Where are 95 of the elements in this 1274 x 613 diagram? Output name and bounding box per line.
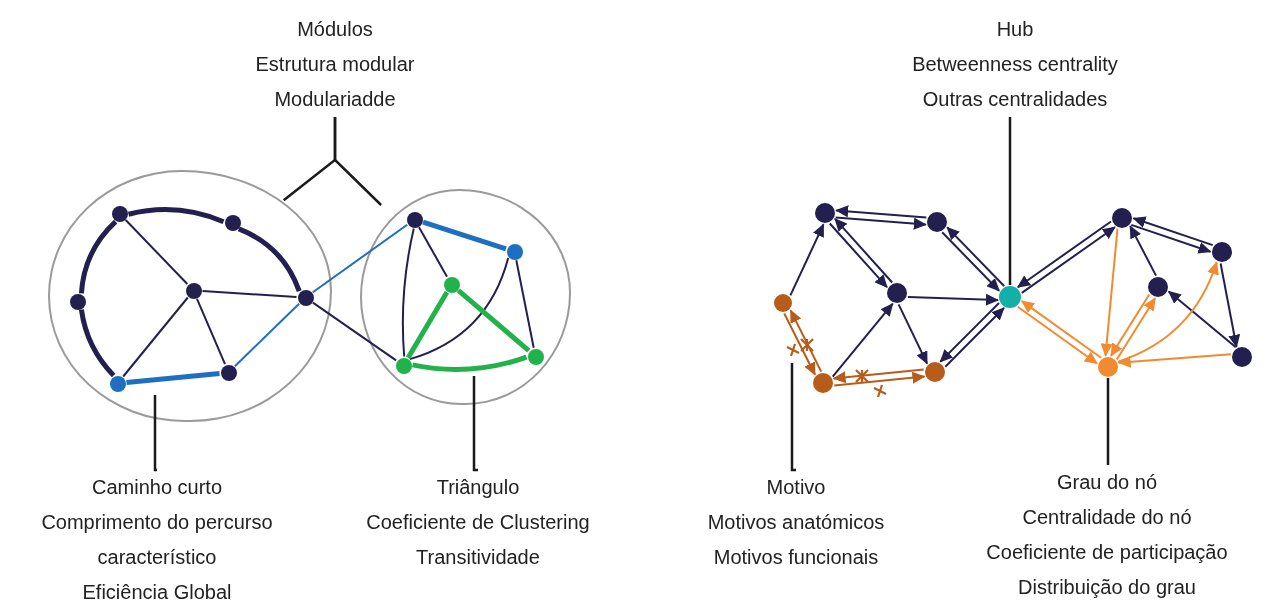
graph-node [927,212,947,232]
arrow [1117,261,1219,363]
text-label: Caminho curto [90,475,224,500]
text-label: Triângulo [435,475,521,500]
graph-node [1148,277,1168,297]
graph-node [813,373,833,393]
arrow [1109,293,1151,357]
graph-node [220,364,237,381]
arrow [1016,305,1098,365]
leader-line [153,395,158,472]
graph-node [69,293,86,310]
module-outline [360,189,571,405]
connection-line [456,288,531,353]
text-label: Coeficiente de participação [985,540,1229,565]
graph-node [925,362,945,382]
arrow [1020,226,1116,294]
graph-node [1098,357,1118,377]
text-label: Betweenness centrality [911,52,1119,77]
graph-node [297,289,314,306]
text-label: Hub [995,17,1035,42]
graph-node [774,294,792,312]
leader-line [472,376,478,472]
connection-line [124,219,189,285]
leader-line [790,363,796,472]
arrow [1132,216,1214,247]
arrow [834,216,927,230]
graph-node [527,348,544,365]
connection-line [422,219,507,252]
connection-line [201,290,298,298]
arrow [834,217,894,284]
graph-node [395,357,412,374]
connection-line [418,226,448,278]
text-label: Distribuição do grau [1017,575,1197,600]
arrow [783,312,816,376]
graph-node [1112,208,1132,228]
text-label: Motivos funcionais [712,545,880,570]
arrow [1167,290,1237,349]
text-label: Eficiência Global [81,580,233,605]
connection-line [122,296,189,378]
text-label: Motivos anatómicos [706,510,886,535]
connection-line [126,370,220,386]
arrow [897,303,929,365]
arrow [1100,227,1119,357]
text-label: Modulariadde [273,87,397,112]
arrow [1016,220,1112,289]
text-label: Motivo [765,475,827,500]
arrow [1115,297,1157,361]
graph-node [224,214,241,231]
graph-node [999,286,1021,308]
graph-node [109,375,126,392]
arrow [1130,223,1212,254]
connection-line [405,290,450,360]
connection-line [78,219,118,294]
connection-line [311,223,409,294]
graph-node [887,283,907,303]
text-label: Comprimento do percurso característico [40,510,274,570]
arrow [1219,262,1241,348]
text-label: Coeficiente de Clustering [365,510,591,535]
graph-node [1232,347,1252,367]
text-label: Outras centralidades [921,87,1109,112]
graph-node [1212,242,1232,262]
text-label: Centralidade do nó [1021,505,1193,530]
text-label: Estrutura modular [254,52,416,77]
connection-line [401,227,415,358]
arrow [789,223,825,297]
connection-line [78,309,116,378]
module-outline [48,170,332,422]
graph-node [506,243,523,260]
arrow [828,222,888,289]
arrow [906,293,999,306]
leader-line [1008,117,1012,285]
arrow [1129,225,1157,277]
connection-line [196,297,226,366]
text-label: Grau do nó [1055,470,1159,495]
graph-node [815,203,835,223]
graph-node [406,211,423,228]
arrow [1020,300,1103,359]
text-label: Transitividade [415,545,541,570]
arrow [789,309,823,373]
leader-line [333,117,382,206]
connection-line [311,301,398,362]
arrow [1117,353,1232,368]
connection-line [127,207,225,225]
graph-node [443,276,460,293]
connection-line [408,256,510,361]
connection-line [515,259,535,349]
text-label: Módulos [296,17,374,42]
connection-line [412,354,528,372]
graph-node [185,282,202,299]
graph-node [111,205,128,222]
leader-line [1106,378,1110,465]
connection-line [237,226,302,292]
arrow [835,205,928,219]
arrow [831,302,894,378]
connection-line [233,302,301,368]
